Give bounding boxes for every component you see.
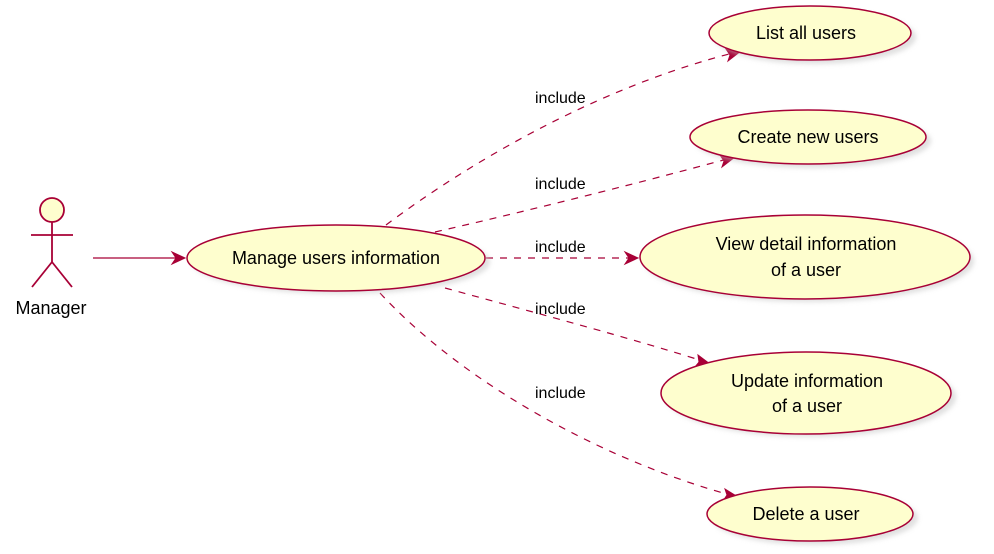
include-relation-create: include [434,154,737,233]
use-case-ellipse [708,5,912,61]
use-case-create-new-users: Create new users [689,109,931,168]
include-arrowhead [623,250,640,266]
actor-name: Manager [15,298,86,318]
use-case-delete-user: Delete a user [706,486,918,545]
include-line [385,51,738,226]
include-label: include [535,176,586,193]
include-label: include [535,90,586,107]
use-case-label: Manage users information [232,248,440,268]
use-case-view-detail: View detail information of a user [639,214,974,302]
include-label: include [535,239,586,256]
use-case-label: List all users [756,23,856,43]
actor-right-leg [51,261,73,288]
actor-manager: Manager [15,197,87,318]
include-relation-view: include [486,239,640,266]
use-case-ellipse [186,224,486,292]
use-case-ellipse [689,109,927,165]
use-case-list-all-users: List all users [708,5,916,64]
include-line [444,287,707,363]
association-arrowhead [170,250,187,266]
include-relation-list: include [385,48,743,226]
use-case-ellipse [706,486,914,542]
association-manager-to-main [93,250,187,266]
use-case-label: Create new users [737,127,878,147]
include-label: include [535,301,586,318]
actor-left-leg [31,261,53,288]
use-case-label-line-1: View detail information [716,234,897,254]
include-line [379,292,735,497]
use-case-ellipse [660,351,952,435]
use-case-label-line-2: of a user [771,260,841,280]
include-line [434,157,732,233]
use-case-update-information: Update information of a user [660,351,956,437]
include-label: include [535,385,586,402]
use-case-label-line-1: Update information [731,371,883,391]
use-case-label-line-2: of a user [772,396,842,416]
use-case-manage-users: Manage users information [186,224,490,294]
actor-head [39,197,65,223]
include-relation-update: include [444,287,712,368]
use-case-ellipse [639,214,971,300]
use-case-label: Delete a user [752,504,859,524]
